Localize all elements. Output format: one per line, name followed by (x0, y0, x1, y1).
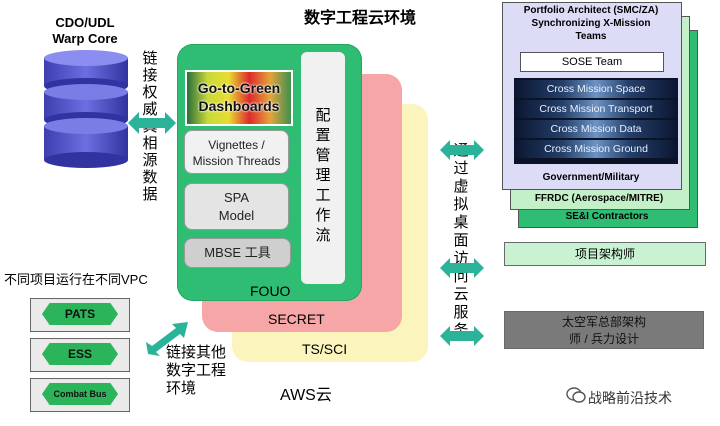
vpc-item-pats[interactable]: PATS (42, 303, 118, 325)
space-force-hq-box[interactable]: 太空军总部架构 师 / 兵力设计 (504, 311, 704, 349)
warp-core-line2: Warp Core (52, 31, 118, 46)
watermark-text: 战略前沿技术 (588, 390, 672, 406)
spa-line2: Model (218, 208, 255, 223)
portfolio-line2: Synchronizing X-Mission (531, 18, 651, 29)
secret-label: SECRET (268, 311, 325, 327)
vpc-item-ess[interactable]: ESS (42, 343, 118, 365)
spa-line1: SPA (223, 190, 250, 205)
double-arrow-icon (440, 140, 484, 160)
vpc-stack: PATS ESS Combat Bus (28, 290, 138, 420)
band-cross-mission-transport: Cross Mission Transport (514, 100, 678, 118)
ts-sci-label: TS/SCI (302, 341, 348, 357)
link-other-line1: 链接其他 (166, 344, 227, 361)
project-architect-box[interactable]: 项目架构师 (504, 242, 706, 266)
aws-cloud-label: AWS云 (280, 387, 332, 404)
band-cross-mission-data: Cross Mission Data (514, 120, 678, 138)
ffrdc-label: FFRDC (Aerospace/MITRE) (534, 193, 664, 204)
config-management-panel[interactable]: 配置管理工作流 (301, 52, 345, 284)
warp-core-line1: CDO/UDL (55, 15, 115, 30)
sei-contractors-label: SE&I Contractors (565, 211, 649, 222)
government-military-label: Government/Military (542, 172, 640, 183)
sose-team-box[interactable]: SOSE Team (520, 52, 664, 72)
dashboards-line1: Go-to-Green (197, 80, 281, 96)
spa-model-box[interactable]: SPA Model (184, 183, 289, 230)
wechat-icon (566, 387, 586, 403)
portfolio-architect-label: Portfolio Architect (SMC/ZA) Synchronizi… (502, 4, 680, 43)
double-arrow-icon (440, 326, 484, 346)
double-arrow-icon (440, 258, 484, 278)
link-other-line3: 环境 (166, 380, 197, 397)
mbse-tool-box[interactable]: MBSE 工具 (184, 238, 291, 268)
vignettes-line2: Mission Threads (192, 154, 281, 168)
warp-core-label: CDO/UDL Warp Core (30, 15, 140, 47)
config-management-label: 配置管理工作流 (315, 107, 331, 244)
diagram-title: 数字工程云环境 (303, 10, 416, 27)
band-cross-mission-ground: Cross Mission Ground (514, 140, 678, 158)
band-cross-mission-space: Cross Mission Space (514, 80, 678, 98)
diagonal-arrow-icon (146, 322, 188, 356)
vignettes-box[interactable]: Vignettes / Mission Threads (184, 130, 289, 174)
hq-line2: 师 / 兵力设计 (568, 332, 639, 346)
dashboards-title: Go-to-Green Dashboards (187, 72, 291, 124)
portfolio-line3: Teams (575, 31, 607, 42)
link-other-line2: 数字工程 (166, 362, 227, 379)
hq-line1: 太空军总部架构 (561, 315, 646, 329)
virtual-desktop-label: 通过虚拟桌面访问云服务 (453, 142, 469, 339)
vpc-item-combat-bus[interactable]: Combat Bus (42, 383, 118, 405)
link-authority-label: 链接权威真相源数据 (142, 50, 158, 203)
dashboards-panel[interactable]: Go-to-Green Dashboards (185, 70, 293, 126)
link-other-de-label: 链接其他 数字工程 环境 (166, 344, 226, 398)
database-icon (44, 50, 128, 168)
dashboards-line2: Dashboards (198, 98, 280, 114)
fouo-label: FOUO (250, 283, 291, 299)
portfolio-line1: Portfolio Architect (SMC/ZA) (523, 5, 659, 16)
vignettes-line1: Vignettes / (208, 138, 265, 152)
double-arrow-icon (128, 112, 176, 134)
vpc-label: 不同项目运行在不同VPC (4, 272, 148, 287)
